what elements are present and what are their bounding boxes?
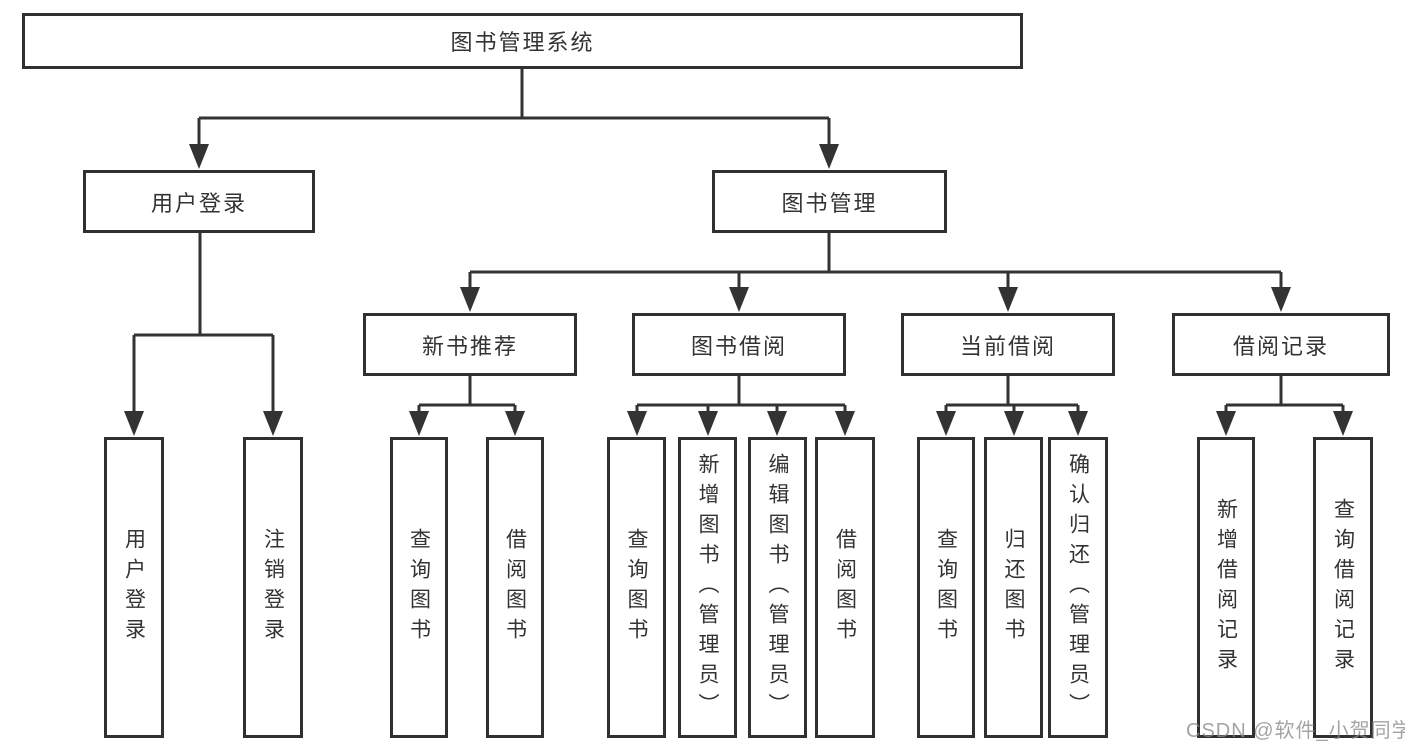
leaf-add-borrow-record: 新增借阅记录 xyxy=(1197,437,1255,738)
node-label: 图书管理系统 xyxy=(450,30,595,55)
leaf-query-borrow-record: 查询借阅记录 xyxy=(1313,437,1373,738)
node-current-borrow: 当前借阅 xyxy=(901,313,1115,376)
node-label: 新书推荐 xyxy=(421,333,518,359)
leaf-logout: 注销登录 xyxy=(243,437,303,738)
connector-user-login-to-leaves xyxy=(132,233,275,413)
arrowheads-level3 xyxy=(460,287,1291,312)
leaf-borrow-books-1: 借阅图书 xyxy=(486,437,544,738)
node-library-management-system: 图书管理系统 xyxy=(22,13,1023,69)
node-label: 注销登录 xyxy=(261,527,285,648)
node-label: 查询图书 xyxy=(407,527,431,648)
arrowheads-book-borrow-leaves xyxy=(627,411,855,436)
arrowheads-user-login-leaves xyxy=(124,411,283,436)
leaf-borrow-books-2: 借阅图书 xyxy=(815,437,875,738)
leaf-user-login: 用户登录 xyxy=(104,437,164,738)
node-label: 新增图书（管理员） xyxy=(696,452,720,723)
leaf-query-books-2: 查询图书 xyxy=(607,437,666,738)
node-book-borrow: 图书借阅 xyxy=(632,313,846,376)
node-user-login: 用户登录 xyxy=(83,170,315,233)
arrowheads-new-book-recommend-leaves xyxy=(409,411,525,436)
leaf-add-book-admin: 新增图书（管理员） xyxy=(678,437,737,738)
node-book-management: 图书管理 xyxy=(712,170,947,233)
leaf-edit-book-admin: 编辑图书（管理员） xyxy=(748,437,807,738)
leaf-confirm-return-admin: 确认归还（管理员） xyxy=(1048,437,1108,738)
node-label: 用户登录 xyxy=(150,190,247,216)
arrowheads-borrow-records-leaves xyxy=(1216,411,1353,436)
node-label: 新增借阅记录 xyxy=(1214,497,1238,678)
node-label: 查询图书 xyxy=(625,527,649,648)
node-label: 查询借阅记录 xyxy=(1331,497,1355,678)
connector-current-borrow-to-leaves xyxy=(944,376,1080,413)
arrowheads-current-borrow-leaves xyxy=(936,411,1088,436)
connector-new-book-recommend-to-leaves xyxy=(417,376,517,413)
connector-book-borrow-to-leaves xyxy=(635,376,847,413)
node-label: 用户登录 xyxy=(122,527,146,648)
arrowheads-level2 xyxy=(189,144,839,169)
node-label: 当前借阅 xyxy=(959,333,1056,359)
node-label: 借阅图书 xyxy=(833,527,857,648)
leaf-return-book: 归还图书 xyxy=(984,437,1043,738)
leaf-query-books-1: 查询图书 xyxy=(390,437,448,738)
node-label: 图书管理 xyxy=(781,190,878,216)
node-label: 借阅图书 xyxy=(503,527,527,648)
watermark-csdn: CSDN @软件_小贺同学 xyxy=(1186,720,1405,742)
node-label: 编辑图书（管理员） xyxy=(766,452,790,723)
node-label: 借阅记录 xyxy=(1232,333,1329,359)
node-label: 查询图书 xyxy=(934,527,958,648)
node-borrow-records: 借阅记录 xyxy=(1172,313,1390,376)
node-label: 归还图书 xyxy=(1002,527,1026,648)
connector-borrow-records-to-leaves xyxy=(1224,376,1345,413)
connector-root-to-level2 xyxy=(197,68,831,146)
leaf-query-books-3: 查询图书 xyxy=(917,437,975,738)
node-new-book-recommend: 新书推荐 xyxy=(363,313,577,376)
node-label: 图书借阅 xyxy=(690,333,787,359)
node-label: 确认归还（管理员） xyxy=(1066,452,1090,723)
connector-book-management-to-level3 xyxy=(468,232,1283,289)
